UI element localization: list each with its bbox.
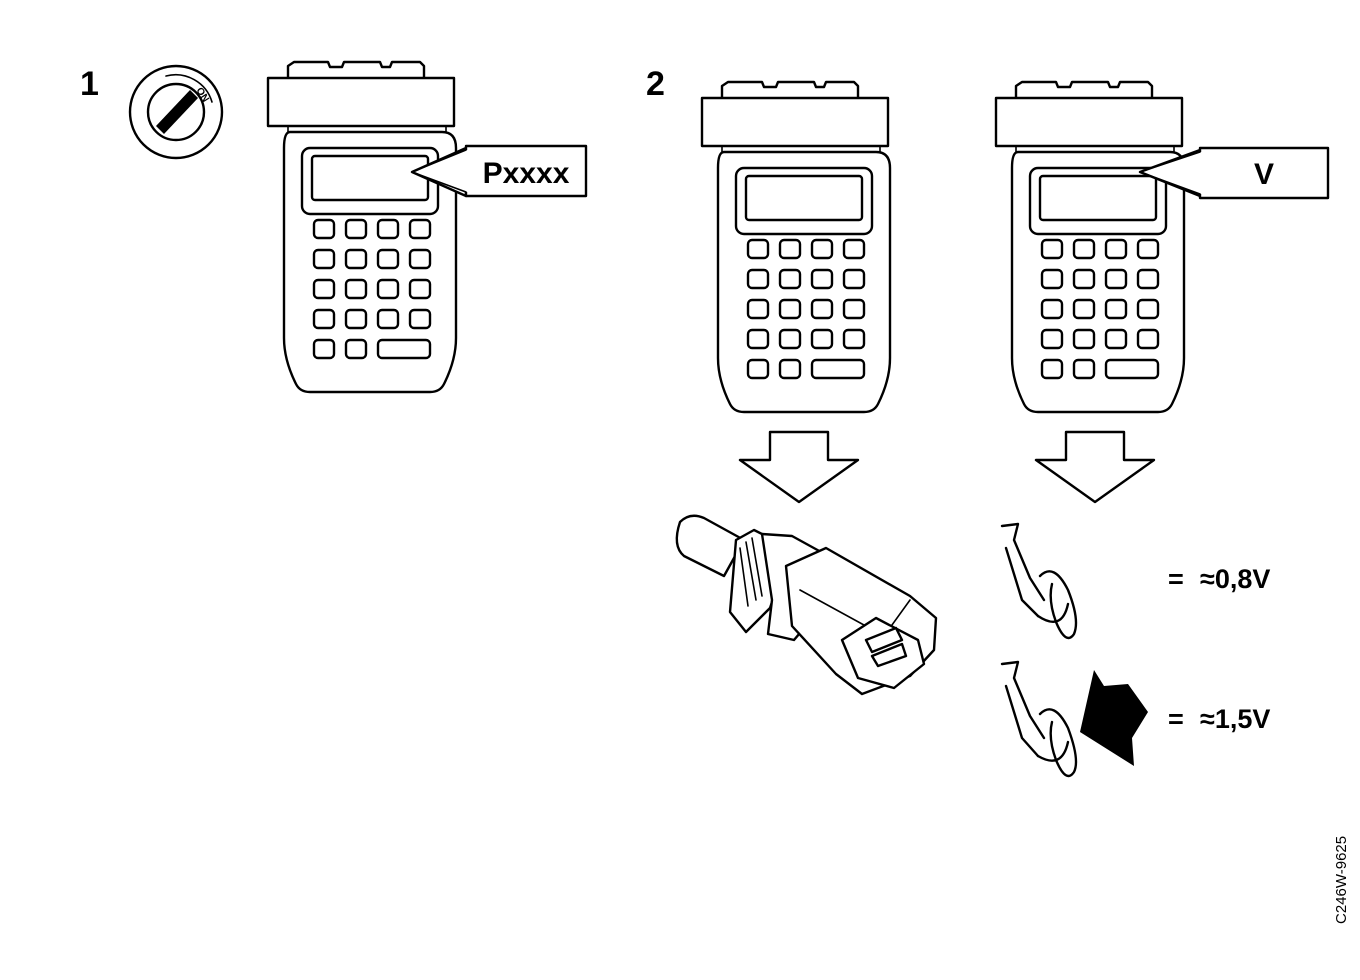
down-arrow-icon	[738, 430, 860, 504]
step-2-number: 2	[646, 65, 665, 103]
ignition-switch-icon	[128, 64, 224, 160]
display-callout-step1	[410, 144, 588, 198]
display-text-v: V	[1254, 158, 1274, 191]
reference-code: C246W-9625	[1333, 836, 1350, 924]
diagnostic-tester-step1	[266, 60, 458, 394]
reading-equals-2: =	[1168, 704, 1184, 734]
reading-value-released: ≈0,8V	[1200, 564, 1270, 594]
diagnostic-tester-step2-right	[994, 80, 1186, 414]
step-1-number: 1	[80, 65, 99, 103]
diagnostic-tester-step2-left	[700, 80, 892, 414]
switch-contact-released-icon	[1000, 522, 1078, 640]
display-text-pxxxx: Pxxxx	[483, 157, 570, 190]
reading-equals-1: =	[1168, 564, 1184, 594]
reading-value-pressed: ≈1,5V	[1200, 704, 1270, 734]
display-callout-step2	[1138, 146, 1330, 200]
down-arrow-icon	[1034, 430, 1156, 504]
press-arrow-icon	[1080, 670, 1148, 766]
sensor-connector-icon	[675, 514, 938, 696]
switch-contact-pressed-icon	[1000, 660, 1078, 778]
